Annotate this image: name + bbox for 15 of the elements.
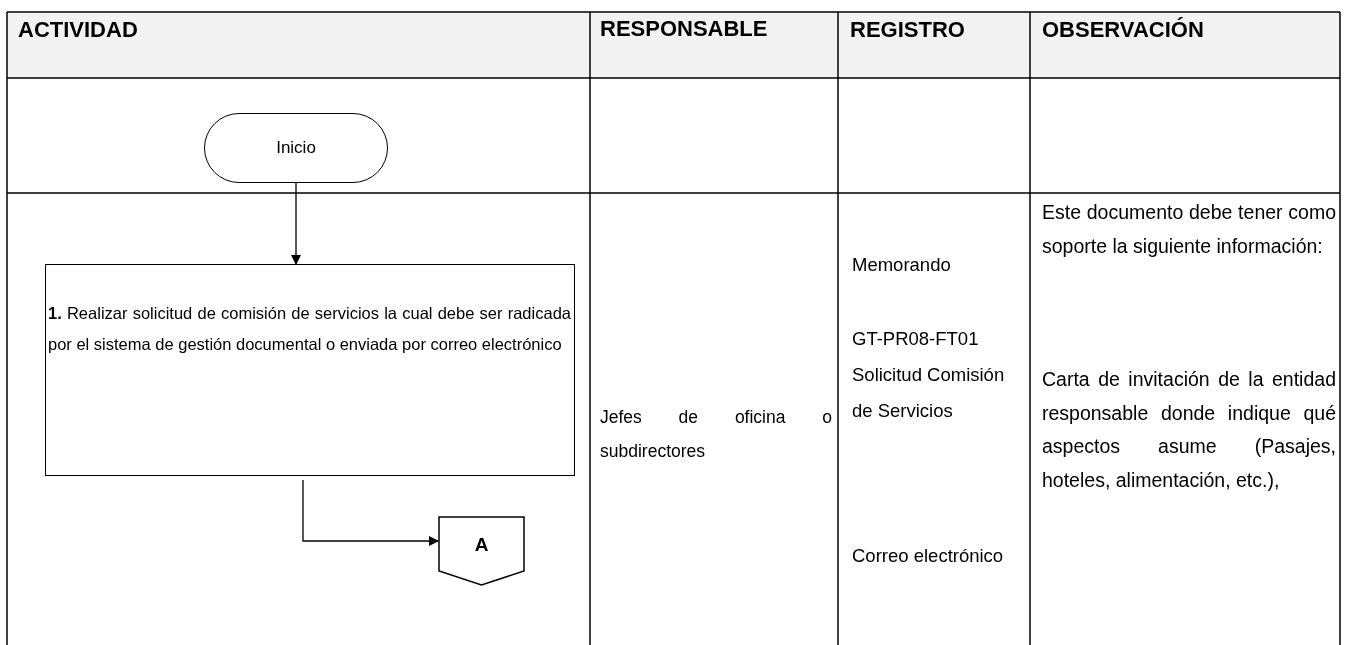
off-page-connector: A	[438, 516, 525, 586]
record-text: GT-PR08-FT01 Solicitud Comisión de Servicios	[852, 327, 1006, 423]
responsible-text: Jefes de oficina o subdirectores	[600, 406, 832, 463]
column-header: ACTIVIDAD	[18, 16, 139, 44]
column-header: RESPONSABLE	[600, 16, 769, 42]
observation-text: Carta de invitación de la entidad responsable donde indique qué aspectos asume (Pasajes, hoteles, alimentación, etc.),	[1042, 367, 1336, 493]
arrow	[302, 479, 439, 546]
record-text: Correo electrónico	[852, 544, 1005, 568]
column-header: OBSERVACIÓN	[1042, 16, 1205, 44]
arrow	[291, 182, 301, 265]
process-box: 1. Realizar solicitud de comisión de servicios la cual debe ser radicada por el sistema de gestión documental o enviada por correo electrónico	[45, 264, 575, 476]
observation-text: Este documento debe tener como soporte la siguiente información:	[1042, 200, 1336, 259]
column-header: REGISTRO	[850, 16, 966, 44]
start-terminator: Inicio	[204, 113, 388, 183]
record-text: Memorando	[852, 253, 952, 277]
